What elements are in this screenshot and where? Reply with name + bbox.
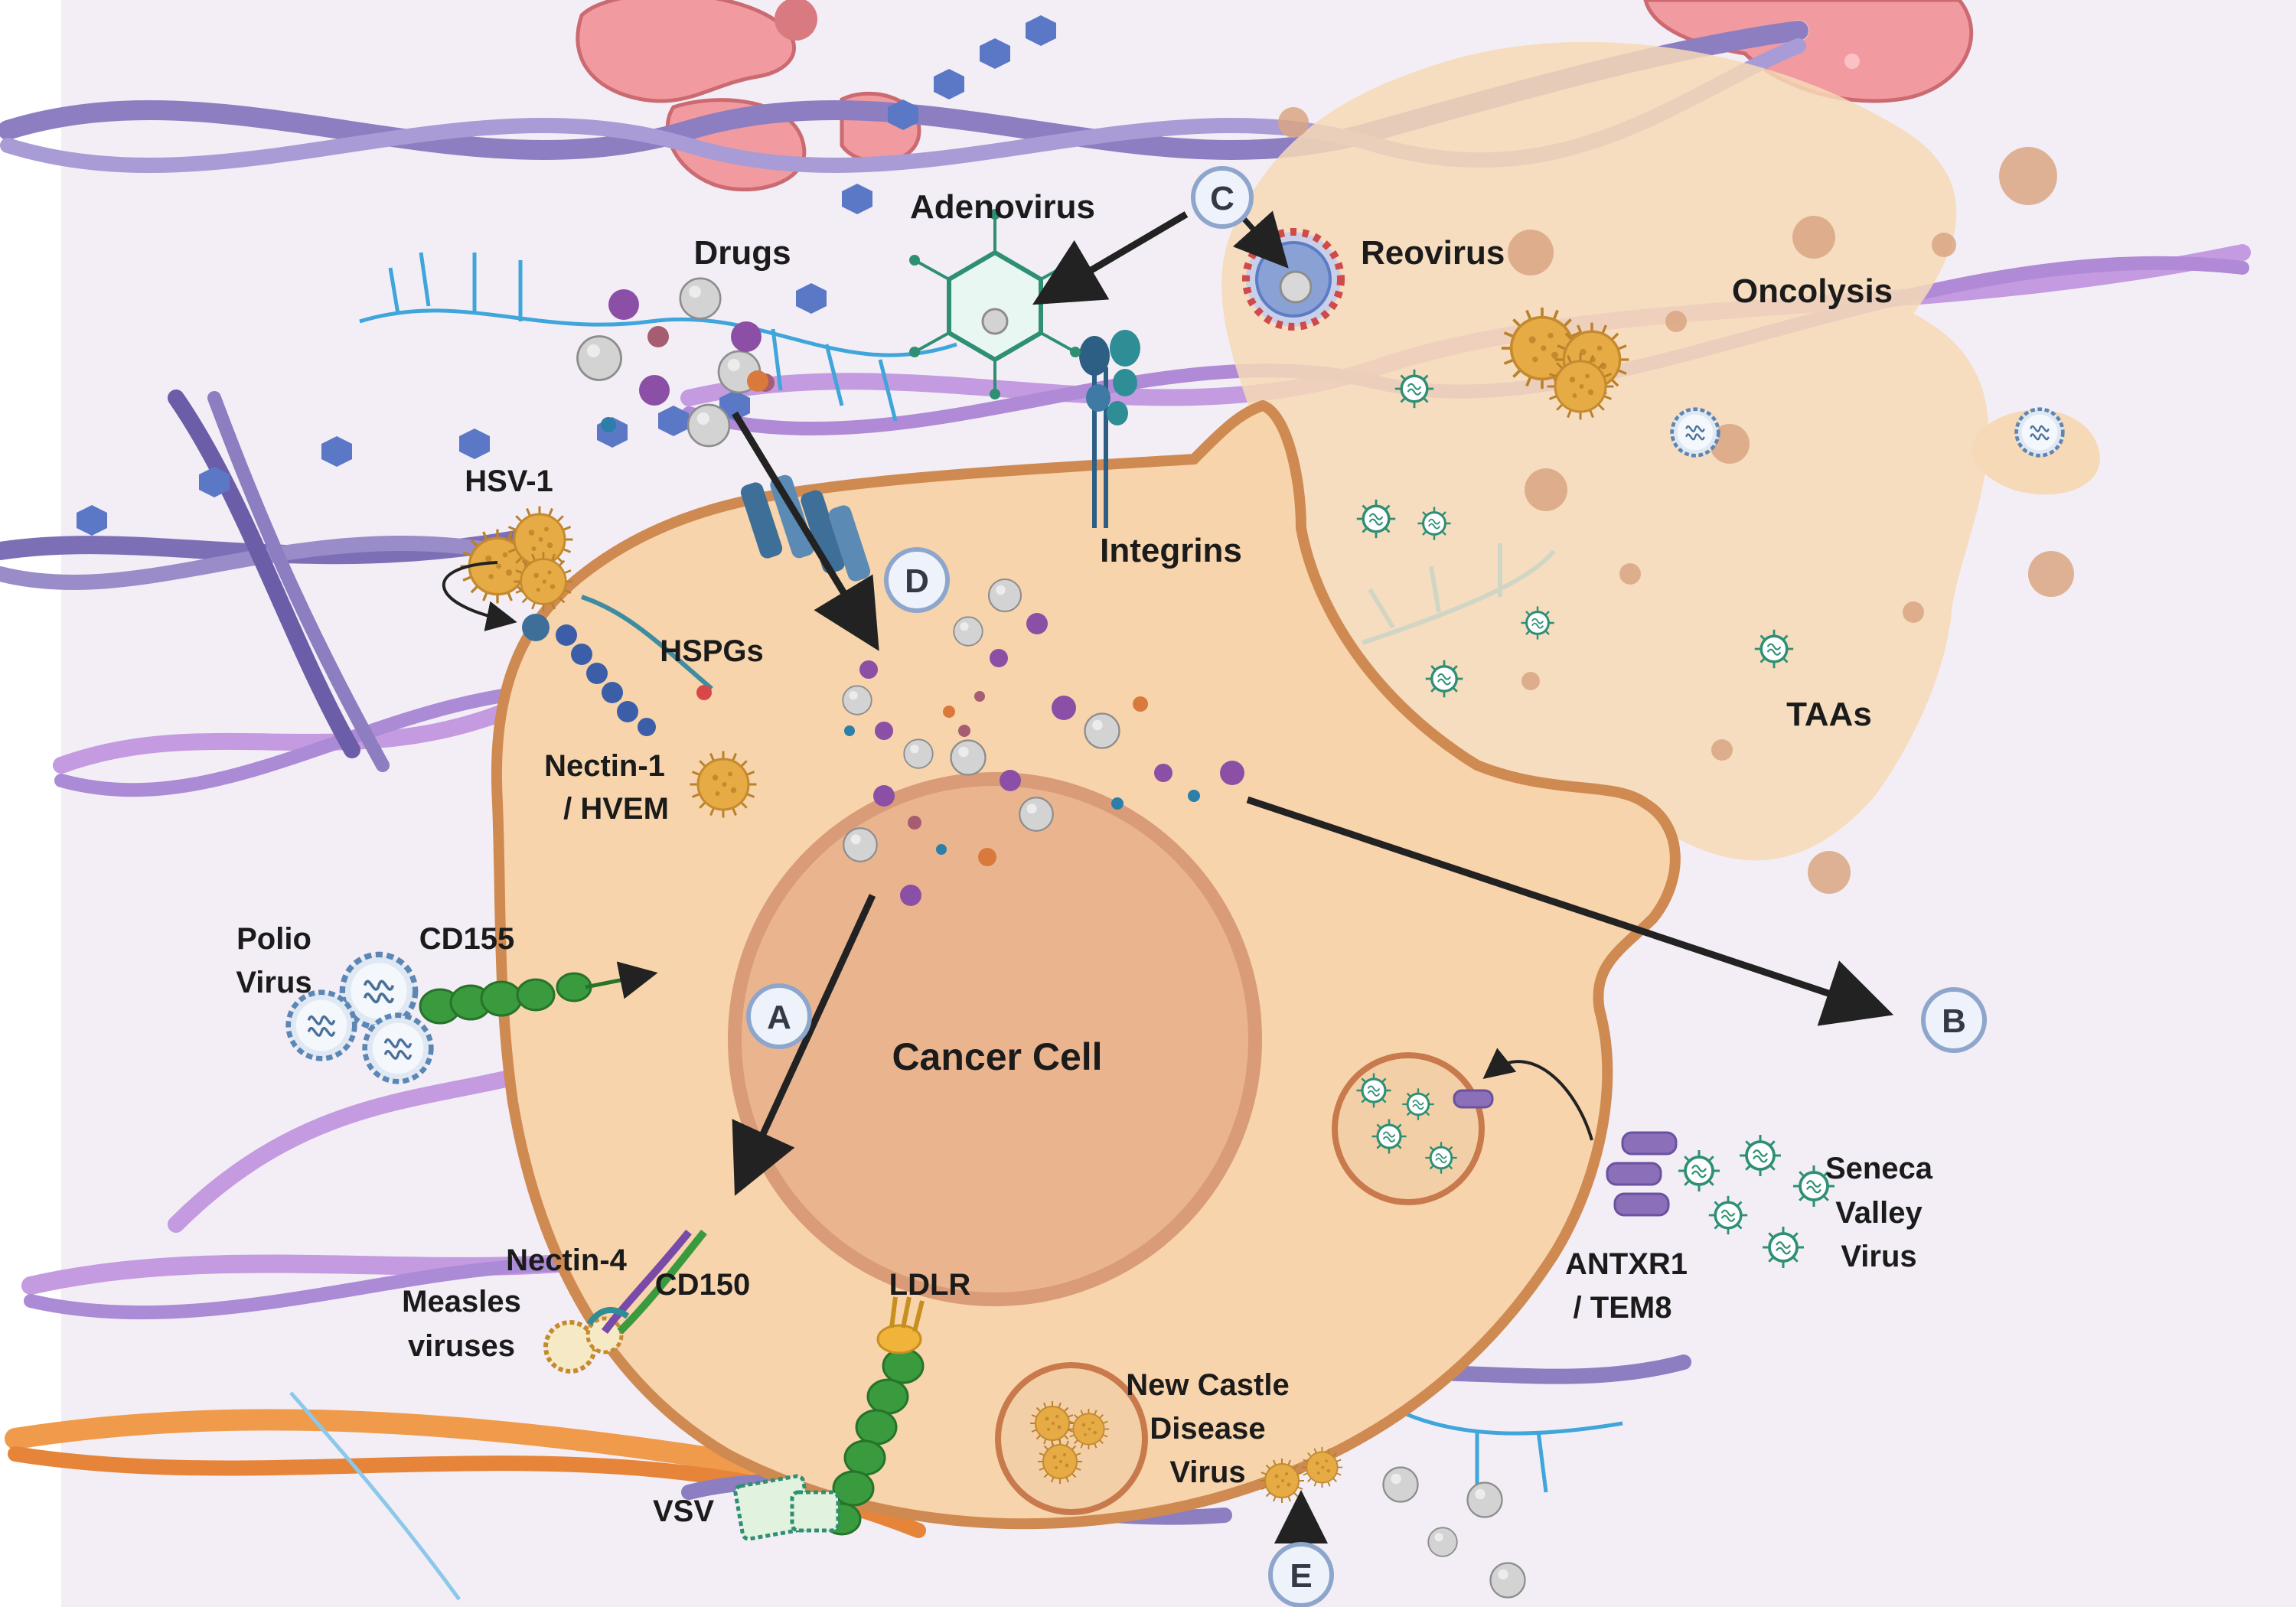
cancer-cell-label: Cancer Cell <box>892 1035 1102 1078</box>
pathway-arrows <box>442 210 1894 1546</box>
seneca-label-line2: Valley <box>1835 1196 1923 1230</box>
marker-a-label: A <box>767 999 791 1036</box>
reovirus-icon <box>1242 228 1345 331</box>
drug-nanoparticles <box>576 277 775 448</box>
lysed-cell-debris <box>1362 543 1556 645</box>
ndv-label-line2: Disease <box>1150 1412 1265 1446</box>
pathway-markers: C D A B E <box>746 166 1987 1607</box>
cd155-receptor <box>419 961 658 1025</box>
adenovirus-label: Adenovirus <box>910 188 1095 226</box>
arrow-hsv1-entry <box>442 561 517 631</box>
cd155-label: CD155 <box>419 922 515 956</box>
hsv1-label: HSV-1 <box>465 464 553 498</box>
arrow-c-reovirus <box>1232 210 1289 269</box>
integrins-label: Integrins <box>1100 532 1242 569</box>
vsv-icon <box>733 1474 840 1541</box>
marker-c-label: C <box>1210 180 1234 217</box>
ldlr-label: LDLR <box>889 1268 971 1302</box>
internalized-drug-particles <box>842 578 1526 1599</box>
ndv-label-line1: New Castle <box>1126 1368 1289 1402</box>
integrins-receptor <box>1079 330 1140 528</box>
antxr1-tem8-receptor <box>1453 1048 1678 1217</box>
reovirus-label: Reovirus <box>1361 234 1505 272</box>
polio-label-line2: Virus <box>236 966 311 999</box>
arrow-c-adenovirus <box>1032 211 1189 305</box>
seneca-valley-virus-icon <box>1332 306 2063 1270</box>
nectin1-hvem-receptor <box>522 595 713 736</box>
measles-label-line2: viruses <box>408 1329 515 1363</box>
hspgs-label: HSPGs <box>660 634 764 668</box>
drugs-label: Drugs <box>693 234 791 272</box>
marker-b-label: B <box>1942 1002 1966 1040</box>
marker-b: B <box>1921 987 1987 1053</box>
drug-nanoparticle-icon <box>576 335 622 381</box>
ldlr-receptor <box>822 1296 925 1536</box>
seneca-label-line3: Virus <box>1841 1240 1916 1273</box>
marker-e: E <box>1268 1542 1334 1607</box>
measles-virus-icon <box>543 1229 707 1374</box>
cd150-label: CD150 <box>655 1268 751 1302</box>
drug-nanoparticle-icon <box>679 277 722 320</box>
arrow-d-drugs <box>732 411 879 651</box>
hvem-label: / HVEM <box>563 792 669 826</box>
ndv-label-line3: Virus <box>1169 1455 1245 1489</box>
marker-a: A <box>746 983 812 1049</box>
marker-d-label: D <box>905 562 929 600</box>
arrow-b <box>1246 796 1894 1026</box>
drug-nanoparticle-icon <box>687 403 731 448</box>
polio-label-line1: Polio <box>236 922 311 956</box>
newcastle-virus-icon <box>995 1362 1343 1515</box>
marker-e-label: E <box>1290 1557 1312 1595</box>
hexagon-chain <box>77 15 1056 536</box>
nectin4-label: Nectin-4 <box>506 1244 628 1277</box>
tem8-label: / TEM8 <box>1574 1291 1672 1325</box>
oncolysis-tumor-mass <box>1221 41 2100 894</box>
nectin1-label: Nectin-1 <box>544 749 665 783</box>
glycan-polymer <box>289 252 1623 1601</box>
marker-c: C <box>1191 166 1254 229</box>
arrow-a <box>732 894 876 1196</box>
oncolysis-label: Oncolysis <box>1732 272 1893 310</box>
measles-label-line1: Measles <box>402 1285 521 1319</box>
antxr1-label: ANTXR1 <box>1565 1247 1688 1281</box>
marker-d: D <box>884 547 950 613</box>
diagram-labels: Adenovirus Reovirus Drugs Oncolysis HSV-… <box>236 188 1932 1528</box>
seneca-label-line1: Seneca <box>1825 1152 1933 1185</box>
taas-label: TAAs <box>1786 696 1872 733</box>
vsv-label: VSV <box>653 1495 714 1528</box>
